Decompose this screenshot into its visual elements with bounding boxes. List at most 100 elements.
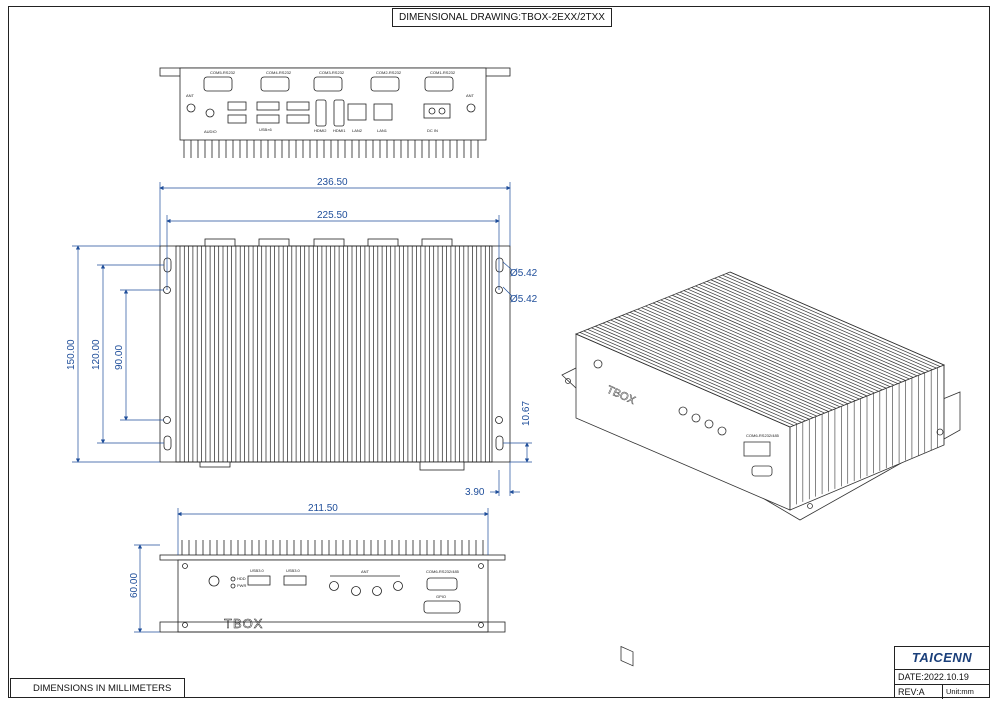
isometric-fin xyxy=(610,319,825,414)
isometric-view xyxy=(561,271,961,667)
front-ant-label: ANT xyxy=(361,569,370,574)
rear-fins xyxy=(183,140,479,158)
rear-dcin-label: DC IN xyxy=(427,128,438,133)
dim-height-90: 90.00 xyxy=(114,345,125,370)
rear-panel-labels: COM5-RS232 COM4-RS232 COM3-RS232 COM2-RS… xyxy=(186,70,475,134)
isometric-fin xyxy=(714,277,929,372)
dim-hole-1: Ø5.42 xyxy=(510,268,538,279)
rear-com2-label: COM2-RS232 xyxy=(376,70,402,75)
front-hdd-label: HDD xyxy=(237,576,246,581)
rear-com1-label: COM1-RS232 xyxy=(430,70,456,75)
isometric-fin xyxy=(710,279,925,374)
dim-height-150: 150.00 xyxy=(66,339,77,370)
isometric-side-fins xyxy=(789,365,945,507)
front-panel-labels: USB3.0 USB3.0 HDD PWR ANT COM6-RS232/485… xyxy=(224,568,460,631)
dim-front-width: 211.50 xyxy=(308,503,338,514)
front-gpio-label: GPIO xyxy=(436,594,446,599)
isometric-fin xyxy=(706,280,922,375)
isometric-fin xyxy=(649,304,864,398)
front-usb-label-1: USB3.0 xyxy=(250,568,265,573)
dim-outer-width: 236.50 xyxy=(317,177,348,188)
isometric-fin xyxy=(625,313,841,408)
front-fins xyxy=(181,540,484,555)
isometric-fin xyxy=(645,305,860,400)
dim-offset-10: 10.67 xyxy=(521,401,532,426)
isometric-fin xyxy=(726,273,941,367)
dim-hole-2: Ø5.42 xyxy=(510,294,538,305)
isometric-fin xyxy=(722,274,937,369)
isometric-fin xyxy=(595,325,810,420)
isometric-com6-label: COM6-RS232/485 xyxy=(746,433,780,438)
rear-com3-label: COM3-RS232 xyxy=(319,70,345,75)
plan-view xyxy=(159,238,511,471)
plan-top-connectors xyxy=(204,238,453,247)
rear-ant-right-label: ANT xyxy=(466,93,475,98)
isometric-fin xyxy=(591,327,806,422)
plan-dimension-text: 236.50 225.50 Ø5.42 Ø5.42 150.00 120.00 … xyxy=(66,177,538,498)
plan-dimensions xyxy=(72,182,532,496)
drawing-sheet-border xyxy=(8,6,990,698)
isometric-fin xyxy=(602,322,818,417)
rear-panel-view xyxy=(159,67,511,158)
isometric-fin xyxy=(699,284,914,378)
rear-com5-label: COM5-RS232 xyxy=(210,70,236,75)
isometric-fin xyxy=(695,285,910,380)
front-panel-view xyxy=(159,540,506,633)
drawing-unit: Unit:mm xyxy=(946,687,974,696)
front-pwr-label: PWR xyxy=(237,583,246,588)
rear-com4-label: COM4-RS232 xyxy=(266,70,292,75)
isometric-fin xyxy=(587,329,802,423)
title-block: TAICENN DATE:2022.10.19 REV:A Unit:mm xyxy=(894,646,990,699)
isometric-fin xyxy=(622,315,837,409)
isometric-fin xyxy=(687,288,902,383)
rear-com-connectors xyxy=(203,76,454,92)
drawing-title: DIMENSIONAL DRAWING:TBOX-2EXX/2TXX xyxy=(392,8,612,27)
isometric-fin xyxy=(660,299,875,394)
front-com6-label: COM6-RS232/485 xyxy=(426,569,460,574)
dim-inner-width: 225.50 xyxy=(317,210,348,221)
rear-audio-label: AUDIO xyxy=(204,129,217,134)
isometric-fin xyxy=(652,302,868,397)
isometric-fin xyxy=(618,316,833,411)
rear-ant-left-label: ANT xyxy=(186,93,195,98)
isometric-fin xyxy=(579,332,794,426)
plan-fins xyxy=(179,246,490,462)
isometric-fin xyxy=(718,276,933,370)
isometric-fin xyxy=(641,307,856,401)
rear-lan2-label: LAN2 xyxy=(352,128,363,133)
isometric-fin xyxy=(675,293,891,388)
front-dimensions xyxy=(134,508,489,633)
isometric-fin xyxy=(633,310,848,405)
company-logo: TAICENN xyxy=(895,647,989,670)
rear-hdmi1-label: HDMI1 xyxy=(333,128,346,133)
isometric-fin xyxy=(683,290,898,384)
isometric-fins xyxy=(575,271,945,428)
front-usb-label-2: USB3.0 xyxy=(286,568,301,573)
front-brand: TBOX xyxy=(224,616,263,631)
isometric-fin xyxy=(583,330,798,425)
isometric-fin xyxy=(575,333,791,428)
drawing-date: DATE:2022.10.19 xyxy=(895,670,989,685)
dim-offset-3: 3.90 xyxy=(465,487,485,498)
isometric-fin xyxy=(606,321,821,415)
isometric-fin xyxy=(614,318,829,412)
dim-front-height: 60.00 xyxy=(129,573,140,598)
rear-usb-label: USB×6 xyxy=(259,127,273,132)
dim-height-120: 120.00 xyxy=(91,339,102,370)
isometric-fin xyxy=(668,296,883,391)
isometric-fin xyxy=(672,294,887,389)
isometric-fin xyxy=(691,287,906,381)
isometric-fin xyxy=(629,311,845,406)
isometric-fin xyxy=(679,291,895,386)
isometric-fin xyxy=(598,324,814,419)
units-note: DIMENSIONS IN MILLIMETERS xyxy=(10,678,185,698)
rear-lan1-label: LAN1 xyxy=(377,128,388,133)
isometric-fin xyxy=(656,301,871,395)
isometric-fin xyxy=(664,298,879,392)
isometric-fin xyxy=(702,282,918,377)
drawing-revision: REV:A xyxy=(895,685,943,699)
isometric-fin xyxy=(637,308,852,403)
isometric-fin xyxy=(729,271,945,366)
rear-hdmi2-label: HDMI2 xyxy=(314,128,327,133)
